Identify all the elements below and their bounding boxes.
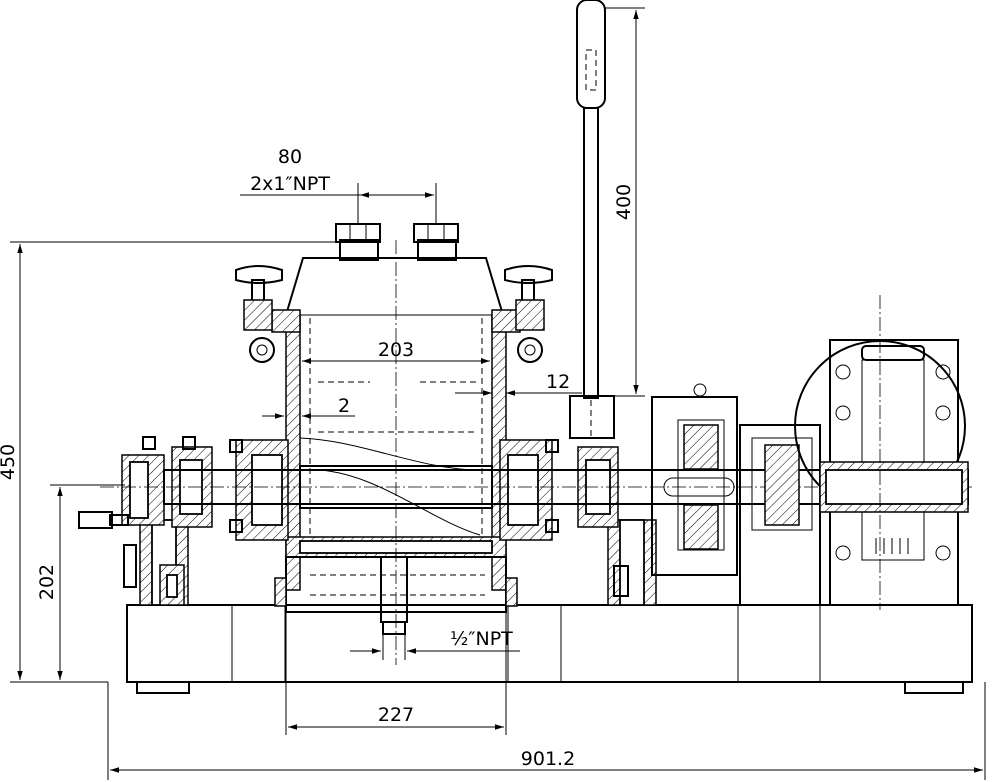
handle [569, 0, 615, 440]
dim-handle-length: 400 [605, 7, 645, 397]
dim-gap: 2 [262, 395, 355, 419]
dim-drain-label: ½″NPT [450, 628, 513, 650]
dim-ports: 80 2x1″NPT [240, 146, 437, 224]
glands [229, 439, 559, 541]
dim-cylinder-outer: 227 [285, 612, 507, 735]
dim-drain: ½″NPT [350, 628, 520, 660]
dim-wall-label: 12 [546, 371, 570, 393]
dim-handle-length-label: 400 [613, 184, 635, 220]
dim-gap-label: 2 [338, 395, 350, 417]
dim-ports-spacing-label: 80 [278, 146, 302, 168]
dim-ports-spec-label: 2x1″NPT [250, 173, 330, 195]
coupling-housing [651, 383, 821, 606]
dim-cylinder-outer-label: 227 [378, 704, 414, 726]
dim-shaft-height-label: 202 [36, 564, 58, 600]
dim-total-length: 901.2 [107, 682, 986, 780]
dim-wall: 12 [455, 371, 582, 396]
top-ports [335, 223, 459, 261]
dim-overall-height-label: 450 [0, 444, 19, 480]
left-pedestal [78, 436, 213, 606]
dim-overall-height: 450 [0, 241, 345, 683]
dim-shaft-height: 202 [36, 484, 125, 680]
cylinder [271, 257, 521, 635]
gear-motor [794, 295, 969, 610]
base-plate [126, 604, 973, 694]
dim-total-length-label: 901.2 [521, 748, 575, 770]
clamp-knobs [235, 265, 553, 363]
